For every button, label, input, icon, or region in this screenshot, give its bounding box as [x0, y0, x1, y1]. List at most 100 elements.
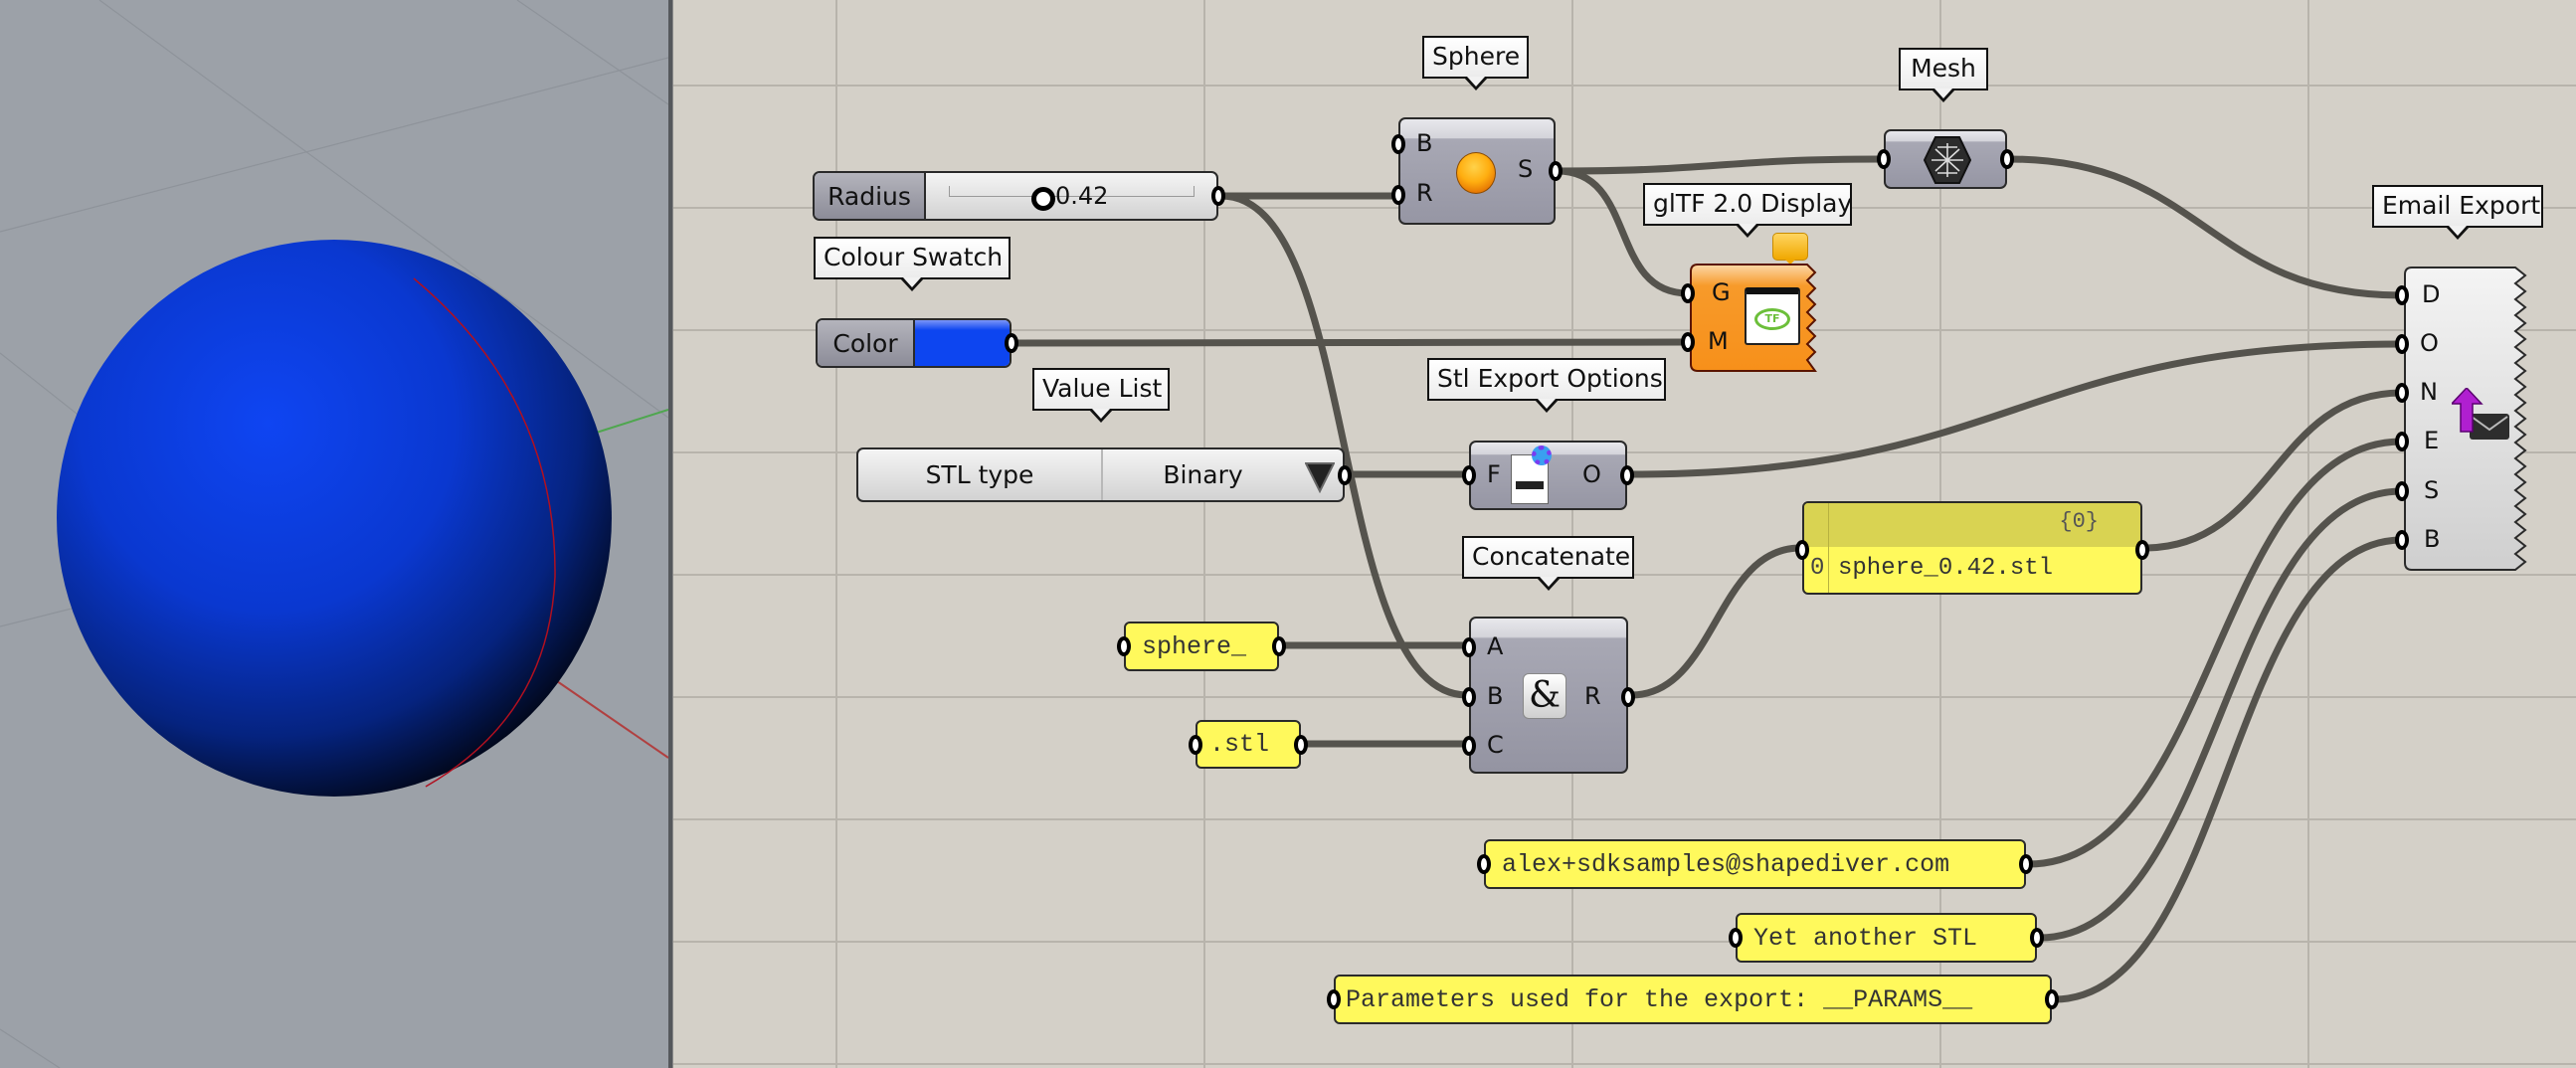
concatenate-input-b-label: B: [1487, 682, 1504, 710]
value-list-selected[interactable]: Binary: [1163, 460, 1243, 489]
email-input-s[interactable]: [2395, 481, 2409, 501]
slider-track[interactable]: [949, 186, 1195, 197]
stl-extension-output[interactable]: [1294, 735, 1308, 755]
panel-branch-path: {0}: [2059, 509, 2099, 534]
concatenate-component[interactable]: A B C & R: [1462, 617, 1635, 774]
wires-layer: [1012, 155, 2403, 1003]
message-balloon-icon[interactable]: [1772, 233, 1808, 261]
email-subject-input[interactable]: [1729, 928, 1743, 948]
sphere-input-b-label: B: [1416, 129, 1433, 157]
filename-panel-output[interactable]: [2135, 540, 2149, 560]
email-input-s-label: S: [2424, 476, 2440, 504]
email-input-b[interactable]: [2395, 530, 2409, 550]
sphere-component[interactable]: B R S: [1391, 117, 1563, 225]
email-subject-panel[interactable]: Yet another STL: [1729, 913, 2044, 963]
radius-output-port[interactable]: [1211, 186, 1225, 206]
sphere-prefix-input[interactable]: [1117, 636, 1131, 656]
stl-options-input-f[interactable]: [1462, 465, 1476, 485]
colour-swatch[interactable]: Color: [816, 318, 1018, 368]
sphere-input-r[interactable]: [1391, 185, 1405, 205]
email-address-input[interactable]: [1477, 854, 1491, 874]
sphere-output-s[interactable]: [1549, 161, 1563, 181]
viewport-scene: [0, 0, 668, 1068]
email-address-text[interactable]: alex+sdksamples@shapediver.com: [1502, 849, 1950, 879]
sphere-prefix-text[interactable]: sphere_: [1142, 631, 1247, 661]
wire-sphere-to-mesh[interactable]: [1557, 155, 1883, 175]
filename-panel-input[interactable]: [1795, 540, 1809, 560]
email-body-text[interactable]: Parameters used for the export: __PARAMS…: [1346, 984, 1973, 1014]
stl-extension-text[interactable]: .stl: [1209, 730, 1270, 759]
rhino-viewport[interactable]: [0, 0, 668, 1068]
sphere-prefix-panel[interactable]: sphere_: [1117, 622, 1286, 671]
concatenate-input-c-label: C: [1487, 731, 1504, 759]
email-export-bubble: Email Export: [2372, 185, 2543, 240]
message-balloon-tail: [1784, 259, 1796, 265]
wire-address-to-email-e[interactable]: [2027, 438, 2403, 868]
colour-output-port[interactable]: [1005, 333, 1018, 353]
value-list-bubble: Value List: [1032, 368, 1170, 423]
email-subject-text[interactable]: Yet another STL: [1753, 923, 1978, 953]
mesh-input[interactable]: [1877, 149, 1891, 169]
mesh-component[interactable]: [1877, 129, 2014, 189]
wire-body-to-email-b[interactable]: [2053, 536, 2403, 1003]
gltf-input-m-label: M: [1708, 327, 1729, 355]
stl-options-input-f-label: F: [1487, 460, 1501, 488]
stl-options-output-o[interactable]: [1620, 465, 1634, 485]
wire-stloptions-to-email-o[interactable]: [1628, 340, 2403, 478]
slider-grip[interactable]: [1031, 187, 1055, 211]
value-list[interactable]: STL type Binary: [856, 447, 1352, 502]
email-input-d[interactable]: [2395, 285, 2409, 305]
stl-extension-input[interactable]: [1189, 735, 1202, 755]
radius-slider[interactable]: Radius 0.42: [813, 171, 1225, 221]
wire-panel-to-email-n[interactable]: [2143, 389, 2403, 552]
sphere-prefix-output[interactable]: [1272, 636, 1286, 656]
grasshopper-canvas[interactable]: [673, 0, 2576, 1068]
sphere-input-b[interactable]: [1391, 134, 1405, 154]
wire-mesh-to-email-d[interactable]: [2008, 155, 2403, 299]
email-input-d-label: D: [2422, 280, 2441, 308]
sphere-input-r-label: R: [1416, 179, 1433, 207]
wire-colour-to-gltf[interactable]: [1012, 338, 1689, 347]
ampersand-icon: &: [1523, 673, 1566, 719]
dropdown-arrow-icon[interactable]: [1305, 461, 1335, 493]
wire-radius-to-concat-b[interactable]: [1220, 192, 1468, 699]
colour-swatch-bubble: Colour Swatch: [814, 237, 1011, 291]
panel-item-index: 0: [1810, 555, 1825, 582]
stl-extension-panel[interactable]: .stl: [1189, 720, 1308, 769]
gltf-display-component[interactable]: G M TF: [1681, 264, 1817, 372]
email-body-output[interactable]: [2045, 989, 2059, 1009]
x-axis-line: [556, 680, 668, 759]
colour-swatch-color[interactable]: [915, 320, 1010, 366]
email-body-panel[interactable]: Parameters used for the export: __PARAMS…: [1327, 975, 2059, 1024]
email-address-panel[interactable]: alex+sdksamples@shapediver.com: [1477, 839, 2033, 889]
mesh-bubble: Mesh: [1899, 48, 1988, 102]
mesh-output[interactable]: [2000, 149, 2014, 169]
email-subject-output[interactable]: [2030, 928, 2044, 948]
filename-result-panel[interactable]: {0} 0 sphere_0.42.stl: [1795, 501, 2149, 595]
email-input-n[interactable]: [2395, 383, 2409, 403]
stl-export-options-component[interactable]: F O: [1462, 441, 1634, 510]
email-body-input[interactable]: [1327, 989, 1341, 1009]
concatenate-input-b[interactable]: [1462, 687, 1476, 707]
gltf-input-m[interactable]: [1681, 332, 1695, 352]
email-input-o[interactable]: [2395, 334, 2409, 354]
concatenate-output-r[interactable]: [1621, 687, 1635, 707]
stl-options-output-o-label: O: [1582, 460, 1601, 488]
wire-concat-to-panel[interactable]: [1630, 544, 1801, 699]
panel-item-value[interactable]: sphere_0.42.stl: [1838, 555, 2054, 582]
value-list-output-port[interactable]: [1338, 465, 1352, 485]
email-input-e[interactable]: [2395, 432, 2409, 451]
email-address-output[interactable]: [2019, 854, 2033, 874]
wire-sphere-to-gltf[interactable]: [1557, 167, 1689, 297]
viewport-splitter[interactable]: [668, 0, 673, 1068]
email-input-o-label: O: [2420, 329, 2439, 357]
email-upload-icon: [2452, 388, 2509, 440]
sphere-seam-curve: [413, 277, 556, 788]
concatenate-input-c[interactable]: [1462, 736, 1476, 756]
sphere-preview[interactable]: [57, 240, 612, 797]
wire-subject-to-email-s[interactable]: [2038, 487, 2403, 942]
radius-slider-label: Radius: [815, 173, 926, 219]
gltf-input-g[interactable]: [1681, 283, 1695, 303]
concatenate-input-a[interactable]: [1462, 637, 1476, 657]
email-export-component[interactable]: D O N E S B: [2395, 267, 2527, 571]
